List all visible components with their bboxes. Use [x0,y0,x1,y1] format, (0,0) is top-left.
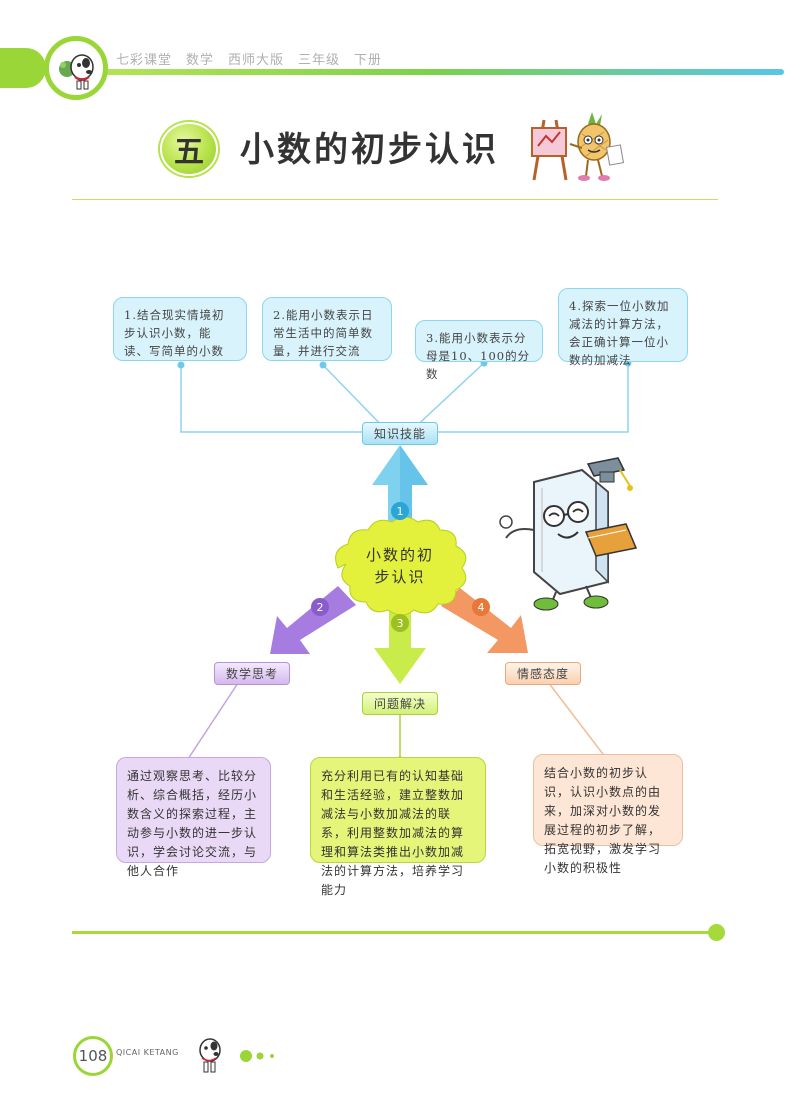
chapter-title: 小数的初步认识 [240,130,499,170]
objective-text-4: 4.探索一位小数加减法的计算方法，会正确计算一位小数的加减法 [569,299,670,367]
objective-text-3: 3.能用小数表示分母是10、100的分数 [426,331,531,381]
objective-text-2: 2.能用小数表示日常生活中的简单数量，并进行交流 [273,308,374,358]
arrow-number-4: 4 [472,598,490,616]
description-attitude: 结合小数的初步认识，认识小数点的由来，加深对小数的发展过程的初步了解，拓宽视野，… [533,754,683,875]
title-divider [72,199,718,200]
description-problem-text: 充分利用已有的认知基础和生活经验，建立整数加减法与小数加减法的联系，利用整数加减… [321,769,465,897]
footer-divider [72,931,712,934]
dog-mascot-icon [59,54,94,90]
header-bar [0,69,784,75]
book-mascot-icon [499,457,638,611]
center-topic-line2: 步认识 [374,568,426,586]
label-emotional-attitude: 情感态度 [505,662,581,685]
label-problem-solving: 问题解决 [362,692,438,715]
center-topic-line1: 小数的初 [365,546,434,564]
arrow-thinking [270,586,356,654]
arrow-number-1: 1 [391,502,409,520]
arrow-number-2: 2 [311,598,329,616]
chapter-number-badge: 五 [160,122,218,176]
header-series-text: 七彩课堂 数学 西师大版 三年级 下册 [116,53,383,68]
header-mascot-badge [44,36,108,100]
page-number: 108 [73,1036,113,1076]
objective-box-2: 2.能用小数表示日常生活中的简单数量，并进行交流 [262,297,392,361]
footer-brand: QICAI KETANG [116,1048,179,1057]
arrow-problem [374,600,426,684]
objective-box-4: 4.探索一位小数加减法的计算方法，会正确计算一位小数的加减法 [558,288,688,367]
label-math-thinking: 数学思考 [214,662,290,685]
center-topic: 小数的初 步认识 [350,544,450,588]
pineapple-mascot-icon [531,112,625,181]
footer-dog-mascot-icon [199,1038,274,1073]
label-knowledge-skills: 知识技能 [362,422,438,445]
arrow-attitude [441,588,528,653]
description-problem: 充分利用已有的认知基础和生活经验，建立整数加减法与小数加减法的联系，利用整数加减… [310,757,486,897]
header-tab [0,48,46,88]
objective-box-3: 3.能用小数表示分母是10、100的分数 [415,320,543,381]
description-thinking-text: 通过观察思考、比较分析、综合概括，经历小数含义的探索过程，主动参与小数的进一步认… [127,769,258,878]
footer-divider-dot [708,924,725,941]
description-thinking: 通过观察思考、比较分析、综合概括，经历小数含义的探索过程，主动参与小数的进一步认… [116,757,271,878]
center-cloud [335,516,467,616]
objective-box-1: 1.结合现实情境初步认识小数，能读、写简单的小数 [113,297,247,361]
objective-text-1: 1.结合现实情境初步认识小数，能读、写简单的小数 [124,308,225,358]
description-attitude-text: 结合小数的初步认识，认识小数点的由来，加深对小数的发展过程的初步了解，拓宽视野，… [544,766,662,875]
arrow-number-3: 3 [391,614,409,632]
